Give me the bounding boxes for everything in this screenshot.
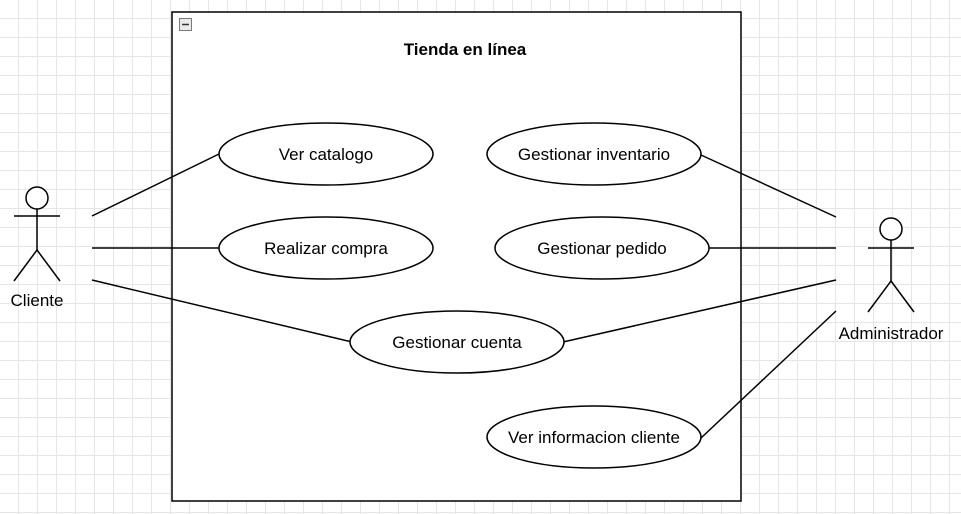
use-case-ver-catalogo[interactable]: Ver catalogo (218, 122, 434, 186)
actor-administrador[interactable] (867, 217, 915, 313)
association-admin-gestionar-cuenta[interactable] (562, 279, 837, 343)
use-case-realizar-compra[interactable]: Realizar compra (218, 216, 434, 280)
use-case-label: Realizar compra (264, 239, 388, 258)
association-admin-gestionar-inventario[interactable] (700, 154, 837, 218)
use-case-label: Gestionar cuenta (392, 333, 522, 352)
use-case-label: Gestionar pedido (537, 239, 666, 258)
association-admin-ver-informacion-cliente[interactable] (700, 310, 837, 439)
system-title: Tienda en línea (404, 40, 527, 59)
use-case-gestionar-cuenta[interactable]: Gestionar cuenta (349, 310, 565, 374)
actor-label-cliente: Cliente (11, 291, 64, 310)
association-cliente-ver-catalogo[interactable] (91, 152, 222, 217)
use-case-label: Gestionar inventario (518, 145, 670, 164)
use-case-gestionar-pedido[interactable]: Gestionar pedido (494, 216, 710, 280)
actor-cliente[interactable] (13, 186, 61, 282)
actor-label-administrador: Administrador (839, 324, 944, 343)
associations (91, 152, 837, 439)
use-case-gestionar-inventario[interactable]: Gestionar inventario (486, 122, 702, 186)
collapse-toggle-icon[interactable] (179, 18, 192, 31)
stick-figure-icon (867, 217, 915, 313)
use-case-ver-informacion-cliente[interactable]: Ver informacion cliente (486, 405, 702, 469)
use-case-label: Ver catalogo (279, 145, 374, 164)
association-cliente-gestionar-cuenta[interactable] (91, 279, 353, 343)
use-case-label: Ver informacion cliente (508, 428, 680, 447)
stick-figure-icon (13, 186, 61, 282)
